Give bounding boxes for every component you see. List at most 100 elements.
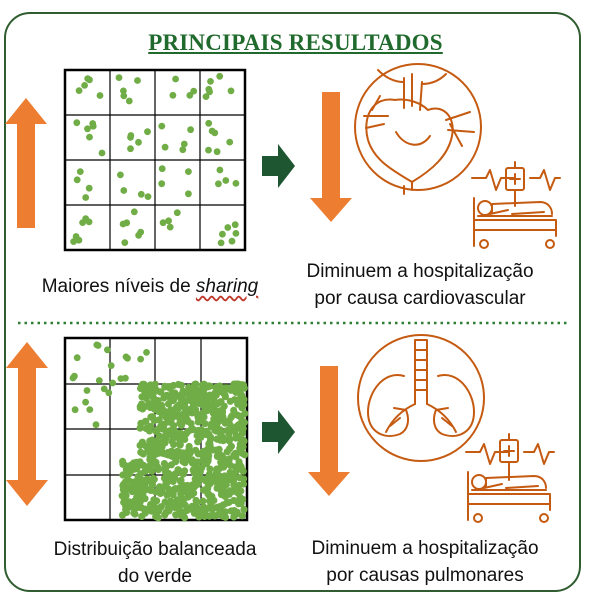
- green-dot: [154, 439, 163, 447]
- green-dot: [236, 394, 244, 402]
- green-dot: [226, 397, 234, 405]
- green-dot: [179, 146, 187, 154]
- green-dot: [199, 508, 207, 517]
- green-dot: [137, 190, 145, 198]
- green-dot: [122, 508, 131, 516]
- green-dot: [217, 508, 225, 517]
- green-dot: [69, 374, 77, 382]
- green-dot: [180, 508, 188, 516]
- green-dot: [216, 72, 224, 80]
- green-dot: [213, 447, 221, 455]
- green-dot: [84, 125, 91, 133]
- green-dot: [213, 435, 221, 443]
- green-dot: [207, 78, 214, 85]
- green-dot: [192, 499, 201, 507]
- green-dot: [142, 394, 150, 402]
- green-dot: [235, 412, 243, 420]
- green-dot: [174, 404, 182, 413]
- lungs-icon: [357, 334, 485, 462]
- green-dot: [193, 392, 201, 401]
- green-dot: [233, 380, 241, 388]
- green-dot: [204, 454, 212, 462]
- green-dot: [104, 346, 111, 354]
- green-dot: [184, 428, 192, 436]
- green-dot: [204, 445, 212, 453]
- green-dot: [197, 433, 205, 441]
- green-dot: [217, 388, 225, 396]
- leads-to-arrow-icon: [262, 144, 295, 188]
- green-dot: [193, 458, 201, 466]
- green-dot: [73, 176, 81, 184]
- green-dot: [119, 220, 127, 228]
- green-dot: [81, 82, 88, 89]
- green-dot: [202, 93, 210, 100]
- green-dot: [181, 403, 189, 411]
- green-dot: [206, 88, 214, 96]
- green-dot: [236, 386, 245, 394]
- green-dot: [142, 485, 150, 493]
- green-dot: [225, 498, 233, 506]
- green-dot: [167, 406, 175, 414]
- green-dot: [151, 416, 159, 424]
- green-dot: [165, 489, 173, 497]
- green-dot: [119, 460, 127, 468]
- green-dot: [165, 217, 173, 225]
- green-dot: [224, 224, 232, 231]
- green-dot: [169, 91, 177, 99]
- green-dot: [151, 380, 159, 388]
- green-dot: [194, 418, 202, 426]
- green-dot: [241, 409, 249, 418]
- green-dot: [100, 385, 108, 393]
- green-dot: [172, 451, 180, 459]
- green-dot: [121, 239, 129, 247]
- green-dot: [185, 190, 192, 198]
- green-dot: [206, 391, 214, 399]
- green-dot: [172, 511, 180, 519]
- green-dot: [149, 474, 157, 482]
- green-dot: [208, 492, 216, 500]
- green-dot: [161, 143, 169, 151]
- green-dot: [232, 180, 240, 187]
- green-dot: [158, 180, 166, 188]
- green-dot: [205, 119, 213, 127]
- balanced-green-grid: [63, 336, 249, 522]
- green-dot: [75, 87, 83, 94]
- green-dot: [213, 452, 221, 460]
- green-dot: [141, 467, 149, 476]
- green-dot: [140, 380, 148, 388]
- green-dot: [117, 375, 125, 382]
- green-dot: [177, 381, 185, 389]
- pulmonary-outcome-caption: Diminuem a hospitalização por causas pul…: [285, 535, 565, 589]
- green-dot: [166, 429, 174, 437]
- green-dot: [157, 503, 165, 511]
- green-dot: [226, 487, 234, 495]
- green-dot: [208, 127, 216, 135]
- green-dot: [73, 119, 81, 127]
- green-dot: [177, 395, 185, 403]
- green-dot: [172, 458, 180, 466]
- green-dot: [200, 390, 208, 398]
- figure-frame: [4, 12, 581, 592]
- green-dot: [124, 354, 131, 362]
- green-dot: [126, 503, 134, 511]
- green-dot: [120, 480, 128, 488]
- green-dot: [206, 465, 214, 473]
- green-dot: [158, 165, 166, 173]
- cardio-outcome-caption: Diminuem a hospitalização por causa card…: [280, 258, 560, 312]
- green-dot: [134, 77, 141, 84]
- green-dot: [194, 426, 202, 435]
- green-dot: [165, 418, 173, 426]
- green-dot: [210, 397, 219, 405]
- green-dot: [232, 230, 240, 237]
- green-dot: [230, 513, 238, 521]
- green-dot: [152, 508, 160, 516]
- green-dot: [190, 87, 198, 95]
- green-dot: [226, 138, 234, 146]
- green-dot: [213, 148, 221, 156]
- green-dot: [208, 476, 216, 484]
- green-dot: [185, 449, 194, 457]
- green-dot: [216, 166, 224, 174]
- green-dot: [144, 128, 151, 136]
- green-dot: [98, 149, 106, 157]
